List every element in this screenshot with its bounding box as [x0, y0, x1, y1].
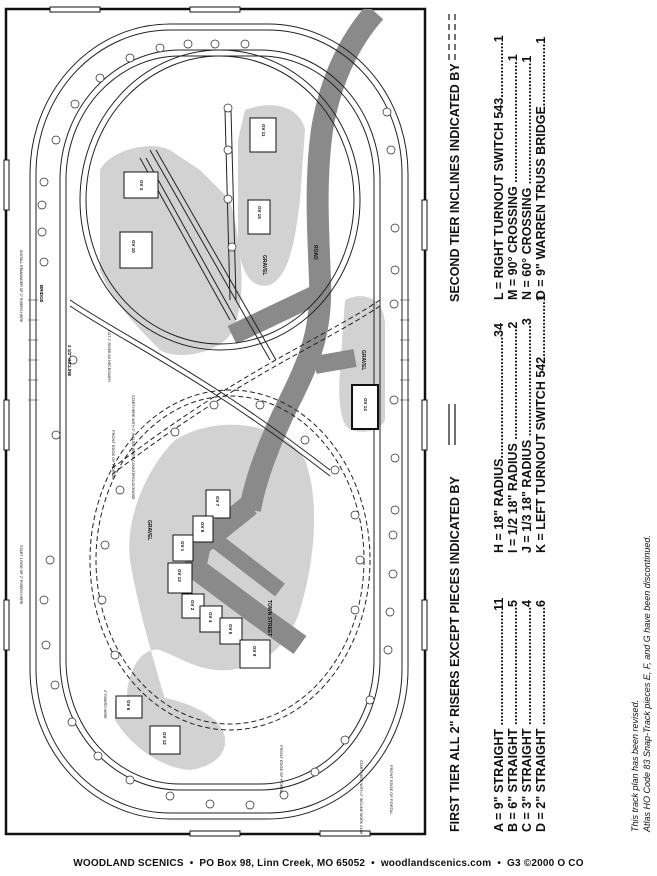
building-gv3: GV 3: [123, 171, 159, 199]
gravel-label-1: GRAVEL: [261, 255, 267, 275]
building-gv9: GV 9: [239, 639, 271, 669]
legend-item-b: B = 6" STRAIGHT ........................…: [506, 600, 520, 832]
legend-item-i: I = 1/2 18" RADIUS .....................…: [506, 322, 520, 553]
track-ties: [28, 299, 410, 401]
front-edge-portal-label-1: FRONT EDGE OF PORTAL: [111, 430, 116, 480]
legend-item-k: K = LEFT TURNOUT SWITCH 542.............…: [534, 294, 548, 553]
building-gv1: GV 1: [172, 534, 194, 562]
building-gv11: GV 11: [249, 117, 277, 153]
legend: FIRST TIER ALL 2" RISERS EXCEPT PIECES I…: [448, 12, 548, 832]
svg-text:GV 9: GV 9: [252, 646, 257, 657]
building-gv5: GV 5: [219, 617, 243, 645]
svg-text:GV 14: GV 14: [363, 398, 368, 411]
svg-text:GV 1: GV 1: [180, 541, 185, 552]
svg-text:GV 2: GV 2: [190, 600, 195, 611]
svg-text:GV 6: GV 6: [126, 700, 131, 711]
building-gv8: GV 8: [192, 515, 214, 543]
footer-address: PO Box 98, Linn Creek, MO 65052: [199, 858, 366, 869]
svg-text:GV 8: GV 8: [200, 522, 205, 533]
footer-website[interactable]: woodlandscenics.com: [380, 858, 492, 869]
risers-here-label: 2" RISERS HERE: [103, 690, 107, 719]
front-edge-portal-label-2: FRONT EDGE OF PORTAL: [279, 745, 284, 795]
second-tier-indicator: [448, 12, 456, 60]
piece-markers: [37, 39, 400, 810]
bridge-label: BRIDGE: [39, 285, 44, 303]
svg-text:GV 3: GV 3: [139, 180, 144, 191]
town-street-label: TOWN STREET: [266, 600, 272, 636]
gravel-label-3: GRAVEL: [146, 520, 152, 540]
legend-item-d: D = 2" STRAIGHT ........................…: [534, 600, 548, 832]
footer-brand: WOODLAND SCENICS: [73, 858, 184, 869]
building-gv14: GV 14: [351, 384, 379, 430]
legend-item-a: A = 9" STRAIGHT ........................…: [492, 598, 506, 832]
svg-text:GV 4: GV 4: [208, 612, 213, 623]
legend-item-c: C = 3" STRAIGHT ........................…: [520, 600, 534, 832]
svg-text:GV 11: GV 11: [261, 124, 266, 137]
buildings: GV 11 GV 15 GV 14 GV 3 GV 10 GV 7 GV 8 G…: [115, 117, 379, 755]
road-spur-right: [313, 349, 357, 374]
incline-label: 2 1/2" INCLINE: [67, 345, 72, 376]
start-incline-label-2: START HERE WITH 2" INCLINE WORK CLOCKWIS…: [359, 760, 363, 847]
start-risers-label: START 1 RISE OF 2" RISERS HERE: [19, 545, 23, 605]
note-revised: This track plan has been revised.: [630, 700, 640, 832]
gravel-label-2: GRAVEL: [360, 350, 366, 370]
front-edge-portal-label-3: FRONT EDGE OF PORTAL: [389, 765, 394, 815]
building-gv15: GV 15: [247, 199, 271, 235]
building-gv4: GV 4: [199, 605, 223, 633]
legend-item-h: H = 18" RADIUS..........................…: [492, 323, 506, 553]
building-gv6: GV 6: [115, 695, 143, 719]
second-tier-heading: SECOND TIER INCLINES INDICATED BY: [448, 63, 462, 302]
footer-code: G3 ©2000 O CO: [507, 858, 584, 869]
building-gv10: GV 10: [119, 231, 153, 269]
svg-text:GV 12: GV 12: [162, 732, 167, 745]
legend-item-o: O = 9" WARREN TRUSS BRIDGE..............…: [534, 37, 548, 300]
install-risers-label: INSTALL REMAINDER OF 2" RISERS HERE: [19, 250, 23, 323]
building-gv12: GV 12: [149, 725, 181, 755]
town-street: [184, 496, 307, 654]
town-street-loop: [210, 533, 285, 597]
legend-item-l: L = RIGHT TURNOUT SWITCH 543............…: [492, 35, 506, 300]
svg-text:GV 7: GV 7: [215, 496, 220, 507]
portal-notches: [3, 6, 428, 837]
first-tier-indicator: [448, 404, 456, 445]
legend-item-j: J = 1/3 18" RADIUS .....................…: [520, 318, 534, 553]
svg-text:GV 15: GV 15: [257, 206, 262, 219]
building-gv7: GV 7: [205, 489, 231, 519]
legend-item-n: N = 60° CROSSING .......................…: [520, 56, 534, 300]
road-label: ROAD: [312, 245, 318, 260]
notes: This track plan has been revised. Atlas …: [630, 535, 652, 833]
road-spur-left: [227, 282, 327, 345]
svg-text:GV 5: GV 5: [228, 624, 233, 635]
cut-risers-label: CUT 2" RISER AS NECESSARY: [107, 330, 111, 383]
svg-text:GV 13: GV 13: [177, 569, 182, 582]
legend-item-m: M = 90° CROSSING .......................…: [506, 54, 520, 300]
footer: WOODLAND SCENICS•PO Box 98, Linn Creek, …: [73, 858, 584, 869]
start-incline-label-1: START HERE WITH 2" INCLINE WORK COUNTERC…: [131, 395, 135, 500]
first-tier-heading: FIRST TIER ALL 2" RISERS EXCEPT PIECES I…: [448, 476, 462, 832]
road: [239, 9, 384, 512]
building-gv13: GV 13: [167, 562, 193, 594]
svg-text:GV 10: GV 10: [131, 240, 136, 253]
note-discontinued: Atlas HO Code 83 Snap-Track pieces E, F,…: [642, 535, 652, 833]
